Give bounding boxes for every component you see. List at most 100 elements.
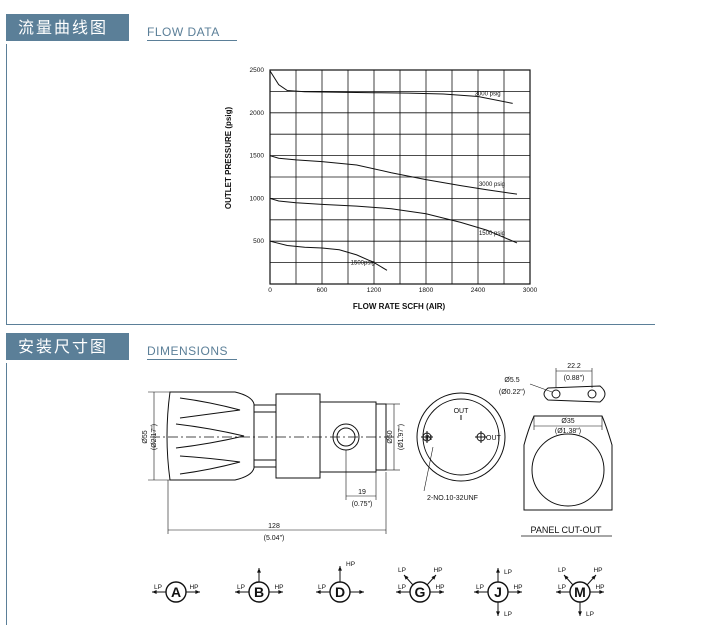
dims-title-cn: 安装尺寸图 [6, 333, 129, 360]
dim-128-in: (5.04") [264, 535, 285, 542]
port-config-letter: A [171, 584, 181, 600]
dim-19-in: (0.75") [352, 501, 373, 508]
series-line [269, 197, 518, 244]
y-tick-label: 2500 [250, 67, 265, 74]
flow-title-cn: 流量曲线图 [6, 14, 129, 41]
series-line [269, 240, 388, 271]
lp-label: LP [154, 584, 162, 591]
hp-label: HP [595, 584, 604, 591]
arrow-head [235, 590, 240, 594]
dim-dia50-in: (Ø1.97") [398, 424, 405, 450]
arrow-head [278, 590, 283, 594]
y-tick-label: 2000 [250, 110, 265, 117]
dim-19: 19 [358, 489, 366, 496]
thread-spec: 2-NO.10-32UNF [427, 495, 478, 502]
chart-series [269, 70, 518, 271]
panel-cutout-label: PANEL CUT-OUT [530, 525, 602, 535]
lp-label: LP [558, 584, 566, 591]
dim-dia55-in: (Ø2.17") [151, 424, 158, 450]
mounting-plate [543, 385, 606, 403]
y-tick-label: 1500 [250, 153, 265, 160]
series-line [269, 70, 513, 104]
bonnet-nut [253, 404, 277, 468]
arrow-head [474, 590, 479, 594]
port-config-letter: G [415, 584, 426, 600]
chart-ylabel: OUTLET PRESSURE (psig) [224, 107, 233, 210]
arrow-head [496, 568, 500, 573]
series-label: 1500psig [351, 260, 375, 266]
hp-label: HP [346, 561, 355, 568]
panel-cutout-hole [531, 433, 605, 507]
dim-22-in: (0.88") [564, 375, 585, 382]
dim-hole55: Ø5.5 [504, 377, 519, 384]
y-tick-label: 1000 [250, 195, 265, 202]
arrow-head [316, 590, 321, 594]
hp-label: HP [433, 567, 442, 574]
lp-label: LP [398, 567, 406, 574]
port-config-letter: J [494, 584, 502, 600]
arrow-head [359, 590, 364, 594]
flow-section-header: 流量曲线图 FLOW DATA [6, 14, 237, 41]
arrow-head [496, 611, 500, 616]
dims-section-frame [6, 363, 721, 625]
arrow-head [195, 590, 200, 594]
arrow-head [591, 575, 596, 580]
arrow-head [556, 590, 561, 594]
x-tick-label: 2400 [471, 287, 486, 294]
hp-label: HP [513, 584, 522, 591]
port-config-letter: B [254, 584, 264, 600]
dims-title-en: DIMENSIONS [147, 344, 237, 360]
arrow-head [338, 566, 342, 571]
port-in: IN [425, 435, 432, 442]
arrow-head [431, 575, 436, 580]
regulator-body [275, 393, 321, 479]
dim-dia50: Ø50 [387, 430, 394, 443]
hp-label: HP [593, 567, 602, 574]
hp-label: HP [189, 584, 198, 591]
flow-title-en: FLOW DATA [147, 25, 237, 41]
lp-label: LP [318, 584, 326, 591]
port-out-top: OUT [454, 408, 470, 415]
knob-grip-3 [179, 455, 241, 475]
arrow-head [404, 575, 409, 580]
knob-grip-1 [179, 397, 241, 419]
lp-label: LP [398, 584, 406, 591]
chart-xlabel: FLOW RATE SCFH (AIR) [353, 302, 446, 311]
knob-body [166, 391, 255, 481]
dim-dia35-in: (Ø1.38") [555, 428, 581, 435]
arrow-head [257, 568, 261, 573]
knob-grip-2 [175, 423, 245, 449]
arrow-head [152, 590, 157, 594]
x-tick-label: 1200 [367, 287, 382, 294]
hp-label: HP [435, 584, 444, 591]
lp-label: LP [504, 569, 512, 576]
x-tick-label: 1800 [419, 287, 434, 294]
lp-label: LP [237, 584, 245, 591]
series-label: 3000 psig [479, 182, 505, 188]
arrow-head [517, 590, 522, 594]
dim-hole55-in: (Ø0.22") [499, 389, 525, 396]
arrow-head [439, 590, 444, 594]
port-config-letter: M [574, 584, 586, 600]
port-out-right: OUT [486, 435, 502, 442]
port-config-letter: D [335, 584, 345, 600]
arrow-head [564, 575, 569, 580]
front-view-outer [416, 392, 506, 482]
dim-128: 128 [268, 523, 280, 530]
series-label: 3000 psig [475, 91, 501, 97]
hp-label: HP [274, 584, 283, 591]
y-tick-label: 500 [253, 238, 264, 245]
series-line [269, 155, 518, 195]
dim-dia35: Ø35 [561, 418, 574, 425]
dims-section-header: 安装尺寸图 DIMENSIONS [6, 333, 237, 360]
x-tick-label: 3000 [523, 287, 538, 294]
dim-22: 22.2 [567, 363, 581, 370]
x-tick-label: 600 [317, 287, 328, 294]
arrow-head [578, 611, 582, 616]
dim-dia55: Ø55 [142, 430, 149, 443]
series-label: 1500 psig [479, 231, 505, 237]
